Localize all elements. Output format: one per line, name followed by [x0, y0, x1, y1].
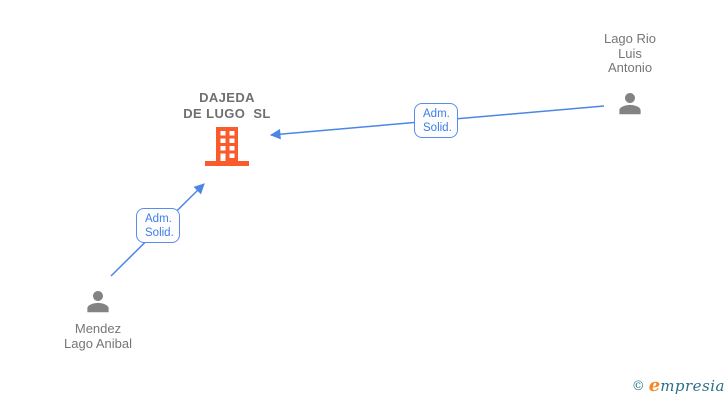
copyright-icon: ©: [631, 379, 645, 394]
person-name-line1: Lago Rio: [603, 31, 657, 46]
person-name-line1: Mendez: [74, 321, 122, 336]
edge-label-line2: Solid.: [423, 122, 452, 134]
person-icon: [619, 92, 641, 114]
building-icon: [205, 127, 249, 166]
edge-label-line2: Solid.: [145, 227, 174, 239]
person-node-mendez-lago-anibal[interactable]: Mendez Lago Anibal: [48, 286, 148, 351]
edge-label-line1: Adm.: [423, 108, 450, 120]
brand-initial: e: [648, 375, 661, 396]
company-name-line2: DE LUGO SL: [183, 106, 271, 121]
company-name-line1: DAJEDA: [199, 90, 255, 105]
edge-label-line1: Adm.: [145, 213, 172, 225]
company-node-dajeda-de-lugo[interactable]: DAJEDA DE LUGO SL: [150, 90, 304, 167]
person-name-line3: Antonio: [607, 60, 653, 75]
empresia-watermark: ©empresia: [632, 375, 725, 396]
brand-name: mpresia: [660, 377, 725, 395]
person-name-line2: Luis: [618, 45, 642, 61]
person-node-lago-rio-luis-antonio[interactable]: Lago Rio Luis Antonio: [579, 31, 681, 118]
person-name-label: Mendez Lago Anibal: [48, 321, 148, 351]
person-name-line2: Lago Anibal: [64, 335, 132, 351]
person-icon: [87, 291, 109, 313]
company-name-label: DAJEDA DE LUGO SL: [150, 90, 304, 122]
edge-label-adm-solid-right[interactable]: Adm. Solid.: [414, 103, 458, 138]
person-name-label: Lago Rio Luis Antonio: [579, 31, 681, 76]
edge-label-adm-solid-left[interactable]: Adm. Solid.: [136, 208, 180, 243]
